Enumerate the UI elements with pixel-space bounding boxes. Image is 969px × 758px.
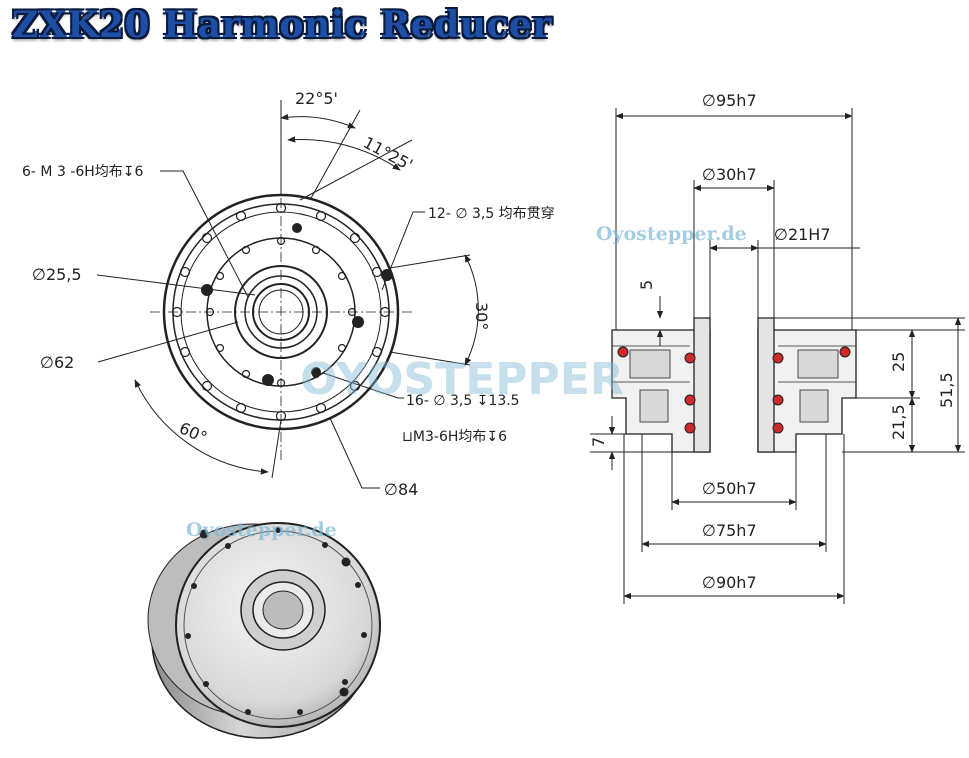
dim51-label: 51,5 — [937, 372, 956, 408]
page-title: ZXK20 Harmonic Reducer — [12, 4, 552, 46]
d84-label: ∅84 — [384, 480, 418, 499]
front-view — [150, 180, 412, 460]
dim5-label: 5 — [637, 280, 656, 290]
16-holes-label: 16- ∅ 3,5 ↧13.5 — [406, 393, 520, 409]
16-holes-label-b: ⊔M3-6H均布↧6 — [402, 429, 507, 445]
d25-label: ∅25,5 — [32, 265, 82, 284]
section-view — [611, 317, 857, 453]
d95-label: ∅95h7 — [702, 91, 757, 110]
m3-holes-label: 6- M 3 -6H均布↧6 — [22, 164, 144, 180]
watermark-bottom: Oyostepper.de — [186, 519, 337, 541]
iso-bolt-holes — [185, 527, 367, 715]
watermark-center: OYOSTEPPER — [300, 354, 624, 405]
d90-label: ∅90h7 — [702, 573, 757, 592]
section-labels: ∅95h7 ∅30h7 ∅21H7 5 25 21,5 51,5 7 ∅50h7… — [589, 91, 956, 592]
watermark-top: Oyostepper.de — [596, 223, 747, 245]
mid-bolt-holes — [205, 236, 357, 388]
angle-bottom-label: 60° — [176, 418, 210, 447]
isometric-view — [147, 522, 381, 739]
section-dimensions — [590, 108, 965, 604]
dim7-label: 7 — [589, 437, 608, 447]
angle-top-label: 22°5' — [295, 89, 338, 108]
d62-label: ∅62 — [40, 353, 74, 372]
d50-label: ∅50h7 — [702, 479, 757, 498]
angle-right-label: 11°25' — [360, 133, 416, 175]
dim25-label: 25 — [889, 352, 908, 372]
d30-label: ∅30h7 — [702, 165, 757, 184]
12-holes-label: 12- ∅ 3,5 均布贯穿 — [428, 206, 555, 222]
d21-label: ∅21H7 — [774, 225, 831, 244]
d75-label: ∅75h7 — [702, 521, 757, 540]
front-view-dimensions — [96, 100, 479, 489]
dim21-label: 21,5 — [889, 404, 908, 440]
angle-side-label: 30° — [472, 302, 491, 330]
front-view-labels: 22°5' 11°25' 30° 60° 6- M 3 -6H均布↧6 ∅25,… — [22, 89, 555, 499]
